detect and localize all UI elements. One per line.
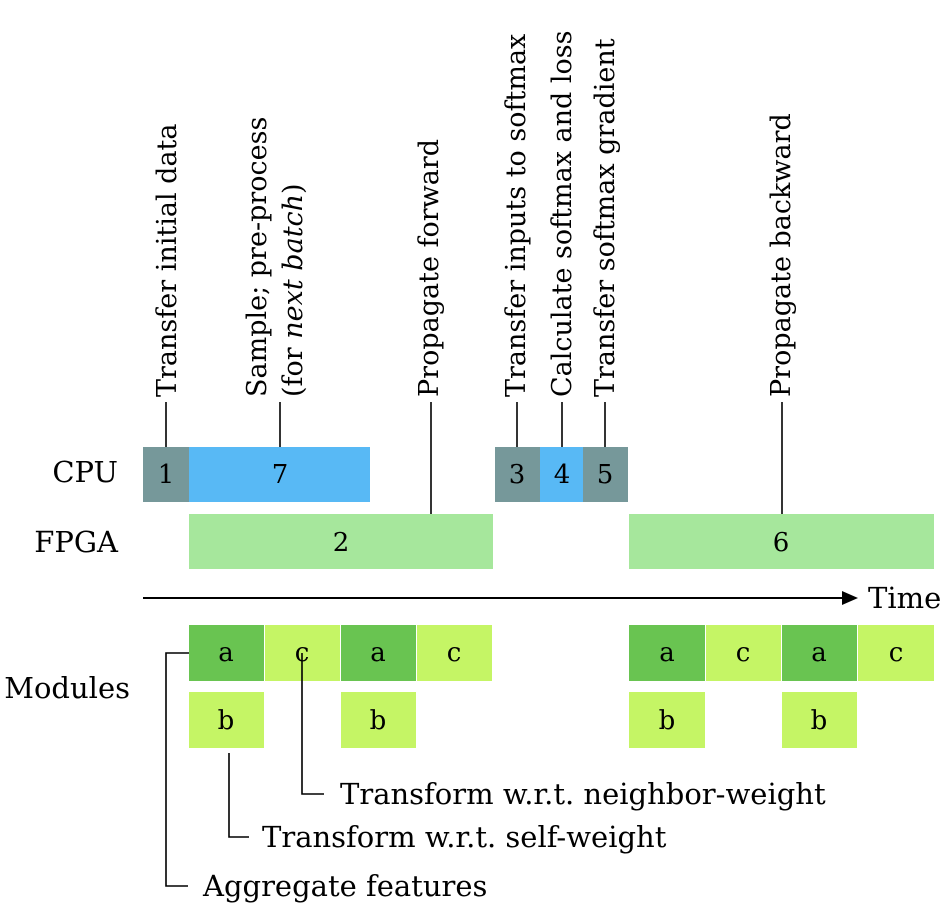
module-b-block (629, 692, 705, 748)
module-c-label: c (889, 638, 904, 668)
module-c-block (858, 625, 934, 681)
module-a-block (189, 625, 264, 681)
modules-top-row: a c a c a c a c (189, 625, 934, 681)
legend-neighbor-weight: Transform w.r.t. neighbor-weight (340, 777, 826, 811)
module-b-label: b (659, 706, 676, 736)
fpga-block-6-label: 6 (773, 528, 790, 558)
cpu-row: 1 7 3 4 5 (143, 447, 628, 502)
module-b-block (782, 692, 857, 748)
module-b-block (189, 692, 264, 748)
step-label-transfer-gradient: Transfer softmax gradient (590, 38, 621, 397)
step-label-transfer-initial-text: Transfer initial data (152, 123, 183, 397)
fpga-block-2 (189, 514, 493, 569)
module-a-label: a (370, 638, 386, 668)
legend-aggregate-features: Aggregate features (202, 869, 487, 903)
time-axis-arrowhead (842, 591, 858, 605)
connector-self-weight (228, 753, 249, 838)
step-label-transfer-inputs: Transfer inputs to softmax (501, 34, 532, 397)
module-c-block (706, 625, 781, 681)
time-axis-label: Time (868, 581, 941, 615)
cpu-block-3 (495, 447, 540, 502)
module-a-label: a (811, 638, 827, 668)
module-b-label: b (218, 706, 235, 736)
step-label-propagate-backward-text: Propagate backward (766, 113, 797, 397)
module-c-label: c (736, 638, 751, 668)
module-a-block (629, 625, 705, 681)
step-label-calculate-softmax-text: Calculate softmax and loss (547, 31, 578, 397)
module-c-block (417, 625, 492, 681)
step-label-sample-line1: Sample; pre-process (242, 117, 273, 397)
fpga-block-2-label: 2 (333, 528, 350, 558)
leader-lines (165, 402, 783, 514)
fpga-block-6 (629, 514, 934, 569)
step-label-calculate-softmax: Calculate softmax and loss (547, 31, 578, 397)
cpu-block-4 (540, 447, 583, 502)
cpu-block-7 (189, 447, 370, 502)
module-b-label: b (370, 706, 387, 736)
cpu-block-1-label: 1 (158, 460, 175, 490)
module-c-label: c (447, 638, 462, 668)
cpu-block-3-label: 3 (509, 460, 526, 490)
cpu-block-5 (583, 447, 628, 502)
module-a-block (341, 625, 416, 681)
module-b-block (341, 692, 416, 748)
modules-bottom-row: b b b b (189, 692, 857, 748)
module-a-block (782, 625, 857, 681)
time-axis: Time (143, 581, 941, 615)
fpga-row: 2 6 (189, 514, 934, 569)
step-label-transfer-inputs-text: Transfer inputs to softmax (501, 34, 532, 397)
module-a-label: a (659, 638, 675, 668)
row-label-cpu: CPU (52, 455, 118, 489)
step-label-propagate-forward-text: Propagate forward (414, 139, 445, 397)
module-legend-connectors (165, 652, 324, 887)
row-label-modules: Modules (4, 671, 130, 705)
step-label-transfer-gradient-text: Transfer softmax gradient (590, 38, 621, 397)
cpu-block-1 (143, 447, 189, 502)
step-label-transfer-initial: Transfer initial data (152, 123, 183, 397)
module-a-label: a (218, 638, 234, 668)
connector-neighbor-weight (301, 653, 324, 795)
step-label-sample-line2: (for next batch) (278, 183, 309, 397)
cpu-block-4-label: 4 (554, 460, 571, 490)
step-label-propagate-forward: Propagate forward (414, 139, 445, 397)
step-label-sample: Sample; pre-process (for next batch) (242, 117, 309, 397)
step-label-propagate-backward: Propagate backward (766, 113, 797, 397)
legend-self-weight: Transform w.r.t. self-weight (262, 820, 667, 854)
cpu-block-5-label: 5 (597, 460, 614, 490)
row-label-fpga: FPGA (34, 525, 119, 559)
cpu-block-7-label: 7 (272, 460, 289, 490)
module-b-label: b (811, 706, 828, 736)
connector-aggregate (165, 652, 189, 887)
